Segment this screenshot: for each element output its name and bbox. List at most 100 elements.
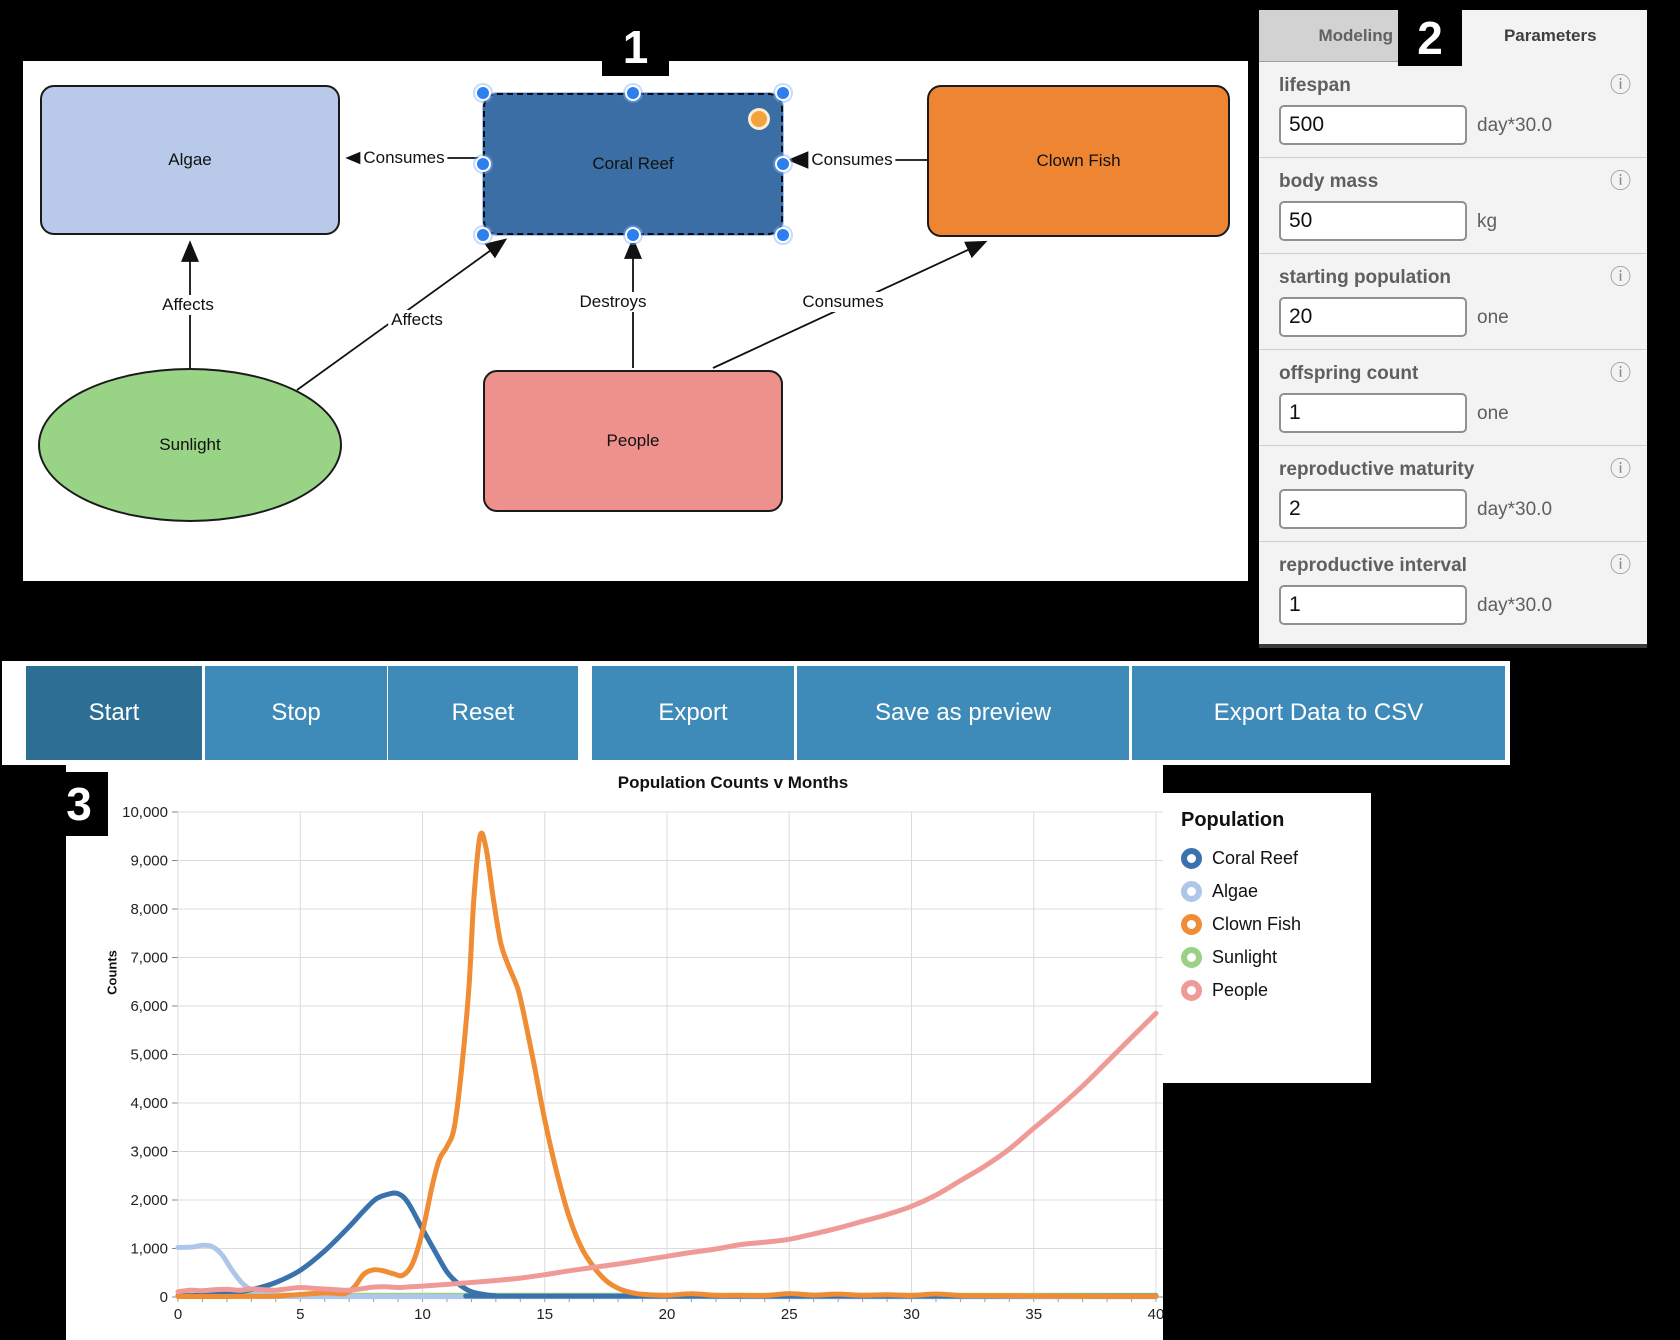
edge-label-destroys-4: Destroys bbox=[576, 292, 650, 312]
diagram-node-algae[interactable]: Algae bbox=[40, 85, 340, 235]
svg-text:8,000: 8,000 bbox=[130, 901, 168, 918]
svg-text:5,000: 5,000 bbox=[130, 1047, 168, 1064]
param-label: reproductive interval bbox=[1279, 555, 1467, 576]
param-input-starting-population[interactable] bbox=[1279, 297, 1467, 337]
param-row-reproductive-interval: reproductive intervalⓘday*30.0 bbox=[1259, 541, 1647, 637]
edge-label-affects-3: Affects bbox=[388, 310, 446, 330]
svg-text:2,000: 2,000 bbox=[130, 1192, 168, 1209]
svg-text:35: 35 bbox=[1025, 1306, 1042, 1323]
legend-label: Clown Fish bbox=[1212, 914, 1302, 934]
start-button[interactable]: Start bbox=[26, 666, 202, 760]
param-input-lifespan[interactable] bbox=[1279, 105, 1467, 145]
selection-handle[interactable] bbox=[625, 227, 641, 243]
param-label: lifespan bbox=[1279, 75, 1351, 96]
info-icon[interactable]: ⓘ bbox=[1610, 362, 1631, 385]
parameters-panel: Modeling Parameters lifespanⓘday*30.0bod… bbox=[1259, 10, 1647, 648]
info-icon[interactable]: ⓘ bbox=[1610, 458, 1631, 481]
region-label-3: 3 bbox=[50, 772, 108, 836]
series-line-people bbox=[175, 1010, 1159, 1295]
selection-handle[interactable] bbox=[775, 85, 791, 101]
param-unit: day*30.0 bbox=[1477, 115, 1553, 136]
selection-handle[interactable] bbox=[475, 227, 491, 243]
selection-handle[interactable] bbox=[775, 156, 791, 172]
svg-text:9,000: 9,000 bbox=[130, 853, 168, 870]
info-icon[interactable]: ⓘ bbox=[1610, 266, 1631, 289]
svg-text:4,000: 4,000 bbox=[130, 1095, 168, 1112]
node-label: Coral Reef bbox=[592, 154, 674, 173]
legend-label: Coral Reef bbox=[1212, 848, 1299, 868]
legend-title: Population bbox=[1181, 809, 1285, 831]
svg-text:10: 10 bbox=[414, 1306, 431, 1323]
legend-dot bbox=[1181, 881, 1202, 902]
selection-handle[interactable] bbox=[775, 227, 791, 243]
diagram-node-clown-fish[interactable]: Clown Fish bbox=[927, 85, 1230, 237]
param-unit: day*30.0 bbox=[1477, 499, 1553, 520]
param-row-starting-population: starting population ⓘ one bbox=[1259, 253, 1647, 349]
param-row-reproductive-maturity: reproductive maturity ⓘ day*30.0 bbox=[1259, 445, 1647, 541]
edge-label-consumes-0: Consumes bbox=[360, 148, 448, 168]
param-unit: one bbox=[1477, 403, 1509, 424]
param-unit: kg bbox=[1477, 211, 1498, 232]
info-icon[interactable]: ⓘ bbox=[1610, 170, 1631, 193]
param-row-offspring-count: offspring count ⓘ one bbox=[1259, 349, 1647, 445]
legend-item-clown-fish[interactable]: Clown Fish bbox=[1181, 908, 1371, 941]
svg-text:0: 0 bbox=[174, 1306, 182, 1323]
legend-dot bbox=[1181, 914, 1202, 935]
reset-button[interactable]: Reset bbox=[388, 666, 578, 760]
legend-item-coral-reef[interactable]: Coral Reef bbox=[1181, 842, 1371, 875]
legend-dot bbox=[1181, 980, 1202, 1001]
legend-label: Sunlight bbox=[1212, 947, 1278, 967]
series-line-coral-reef bbox=[175, 1190, 1159, 1299]
param-row-body-mass: body mass ⓘ kg bbox=[1259, 157, 1647, 253]
svg-text:6,000: 6,000 bbox=[130, 998, 168, 1015]
stop-button[interactable]: Stop bbox=[205, 666, 387, 760]
info-icon[interactable]: ⓘ bbox=[1610, 554, 1631, 577]
selection-handle[interactable] bbox=[625, 85, 641, 101]
node-label: Clown Fish bbox=[1036, 151, 1121, 170]
diagram-node-people[interactable]: People bbox=[483, 370, 783, 512]
param-unit: one bbox=[1477, 307, 1509, 328]
legend-item-algae[interactable]: Algae bbox=[1181, 875, 1371, 908]
node-status-dot[interactable] bbox=[748, 108, 770, 130]
param-input-body-mass[interactable] bbox=[1279, 201, 1467, 241]
svg-text:25: 25 bbox=[781, 1306, 798, 1323]
diagram-node-coral-reef[interactable]: Coral Reef bbox=[483, 93, 783, 235]
tab-parameters[interactable]: Parameters bbox=[1453, 10, 1647, 62]
svg-text:40: 40 bbox=[1148, 1306, 1163, 1323]
export-data-to-csv-button[interactable]: Export Data to CSV bbox=[1132, 666, 1505, 760]
selection-handle[interactable] bbox=[475, 156, 491, 172]
info-icon[interactable]: ⓘ bbox=[1610, 74, 1631, 97]
region-label-1: 1 bbox=[602, 18, 669, 76]
selection-handle[interactable] bbox=[475, 85, 491, 101]
diagram-node-sunlight[interactable]: Sunlight bbox=[38, 368, 342, 522]
param-input-offspring-count[interactable] bbox=[1279, 393, 1467, 433]
export-button[interactable]: Export bbox=[592, 666, 794, 760]
chart-plot: 01,0002,0003,0004,0005,0006,0007,0008,00… bbox=[122, 804, 1163, 1323]
legend-item-people[interactable]: People bbox=[1181, 974, 1371, 1007]
save-as-preview-button[interactable]: Save as preview bbox=[797, 666, 1129, 760]
series-line-algae bbox=[175, 1242, 1159, 1300]
param-label: body mass bbox=[1279, 171, 1379, 192]
param-label: starting population bbox=[1279, 267, 1452, 288]
region-label-2: 2 bbox=[1398, 10, 1462, 66]
series-line-clown-fish bbox=[175, 830, 1159, 1300]
svg-text:30: 30 bbox=[903, 1306, 920, 1323]
legend-dot bbox=[1181, 848, 1202, 869]
node-label: Algae bbox=[168, 150, 212, 169]
svg-text:1,000: 1,000 bbox=[130, 1241, 168, 1258]
svg-text:3,000: 3,000 bbox=[130, 1144, 168, 1161]
legend-dot bbox=[1181, 947, 1202, 968]
legend-item-sunlight[interactable]: Sunlight bbox=[1181, 941, 1371, 974]
edge-label-consumes-1: Consumes bbox=[808, 150, 896, 170]
param-row-lifespan: lifespan ⓘ day*30.0 bbox=[1259, 62, 1647, 157]
param-input-reproductive-maturity[interactable] bbox=[1279, 489, 1467, 529]
node-label: People bbox=[606, 431, 660, 450]
param-input-reproductive-interval[interactable] bbox=[1279, 585, 1467, 625]
param-label: offspring count bbox=[1279, 363, 1419, 384]
edge-label-consumes-5: Consumes bbox=[799, 292, 887, 312]
param-label: reproductive maturity bbox=[1279, 459, 1475, 480]
